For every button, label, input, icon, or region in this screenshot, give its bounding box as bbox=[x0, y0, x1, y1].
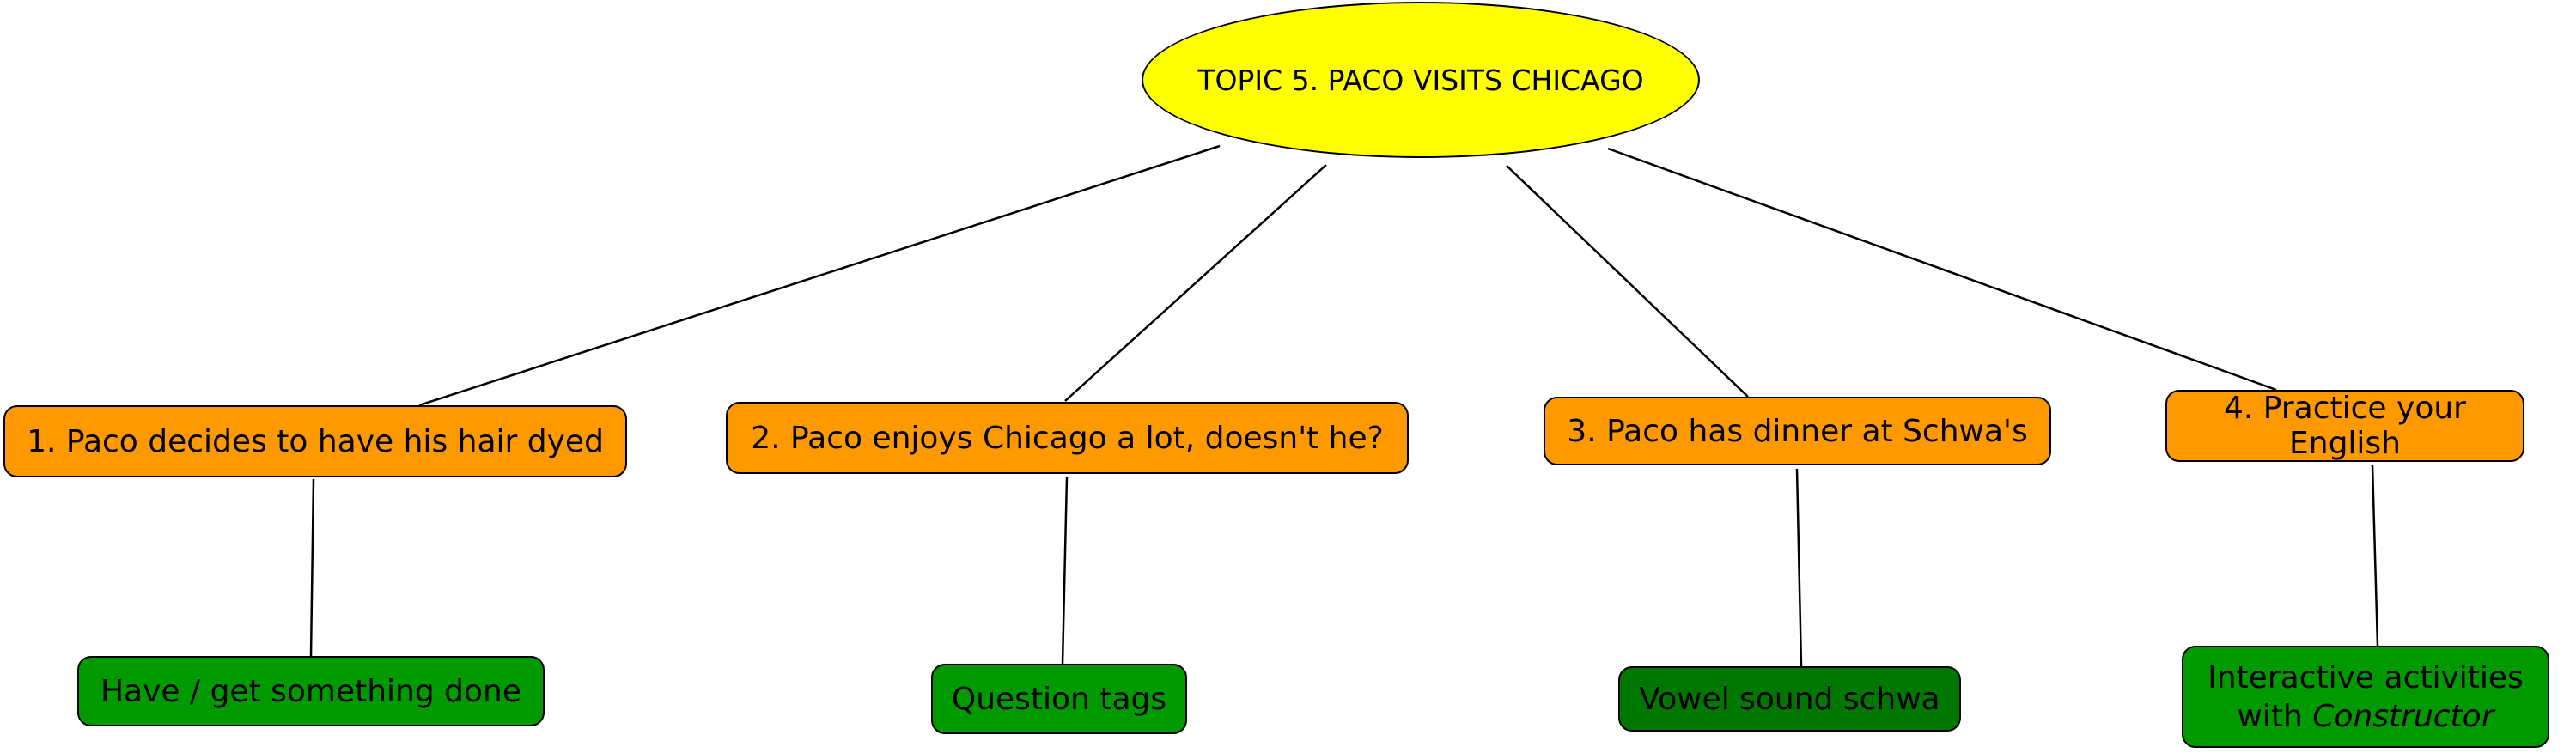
connector-root-topic-3 bbox=[1506, 165, 1749, 398]
leaf-node-3: Vowel sound schwa bbox=[1618, 666, 1961, 732]
leaf-label-4-prefix: with bbox=[2237, 698, 2313, 734]
subtopic-label-3: 3. Paco has dinner at Schwa's bbox=[1567, 413, 2028, 449]
subtopic-node-1: 1. Paco decides to have his hair dyed bbox=[3, 405, 627, 477]
leaf-node-4: Interactive activities with Constructor bbox=[2182, 646, 2549, 748]
leaf-label-2: Question tags bbox=[951, 681, 1167, 717]
leaf-label-1: Have / get something done bbox=[100, 673, 522, 709]
connector-root-topic-4 bbox=[1607, 147, 2277, 392]
connector-root-topic-2 bbox=[1064, 164, 1327, 402]
connector-topic-4-leaf-4 bbox=[2371, 465, 2379, 647]
subtopic-label-1: 1. Paco decides to have his hair dyed bbox=[27, 423, 604, 459]
connector-topic-2-leaf-2 bbox=[1061, 477, 1069, 665]
leaf-label-3: Vowel sound schwa bbox=[1639, 681, 1940, 717]
leaf-node-1: Have / get something done bbox=[77, 656, 545, 726]
connector-root-topic-1 bbox=[418, 144, 1221, 407]
root-topic-label: TOPIC 5. PACO VISITS CHICAGO bbox=[1197, 63, 1644, 97]
leaf-label-4: Interactive activities with Constructor bbox=[2208, 659, 2524, 736]
root-topic-node: TOPIC 5. PACO VISITS CHICAGO bbox=[1142, 2, 1700, 158]
subtopic-label-2: 2. Paco enjoys Chicago a lot, doesn't he… bbox=[751, 420, 1384, 456]
leaf-label-4-emphasis: Constructor bbox=[2312, 698, 2494, 734]
subtopic-node-4: 4. Practice your English bbox=[2165, 390, 2524, 462]
leaf-label-4-line-1: Interactive activities bbox=[2208, 659, 2524, 695]
leaf-label-4-line-2: with Constructor bbox=[2208, 697, 2524, 736]
connector-topic-1-leaf-1 bbox=[309, 478, 315, 657]
connector-topic-3-leaf-3 bbox=[1795, 468, 1803, 667]
subtopic-node-2: 2. Paco enjoys Chicago a lot, doesn't he… bbox=[726, 402, 1409, 474]
subtopic-label-4: 4. Practice your English bbox=[2224, 391, 2466, 461]
leaf-node-2: Question tags bbox=[931, 664, 1187, 734]
subtopic-node-3: 3. Paco has dinner at Schwa's bbox=[1544, 397, 2051, 465]
